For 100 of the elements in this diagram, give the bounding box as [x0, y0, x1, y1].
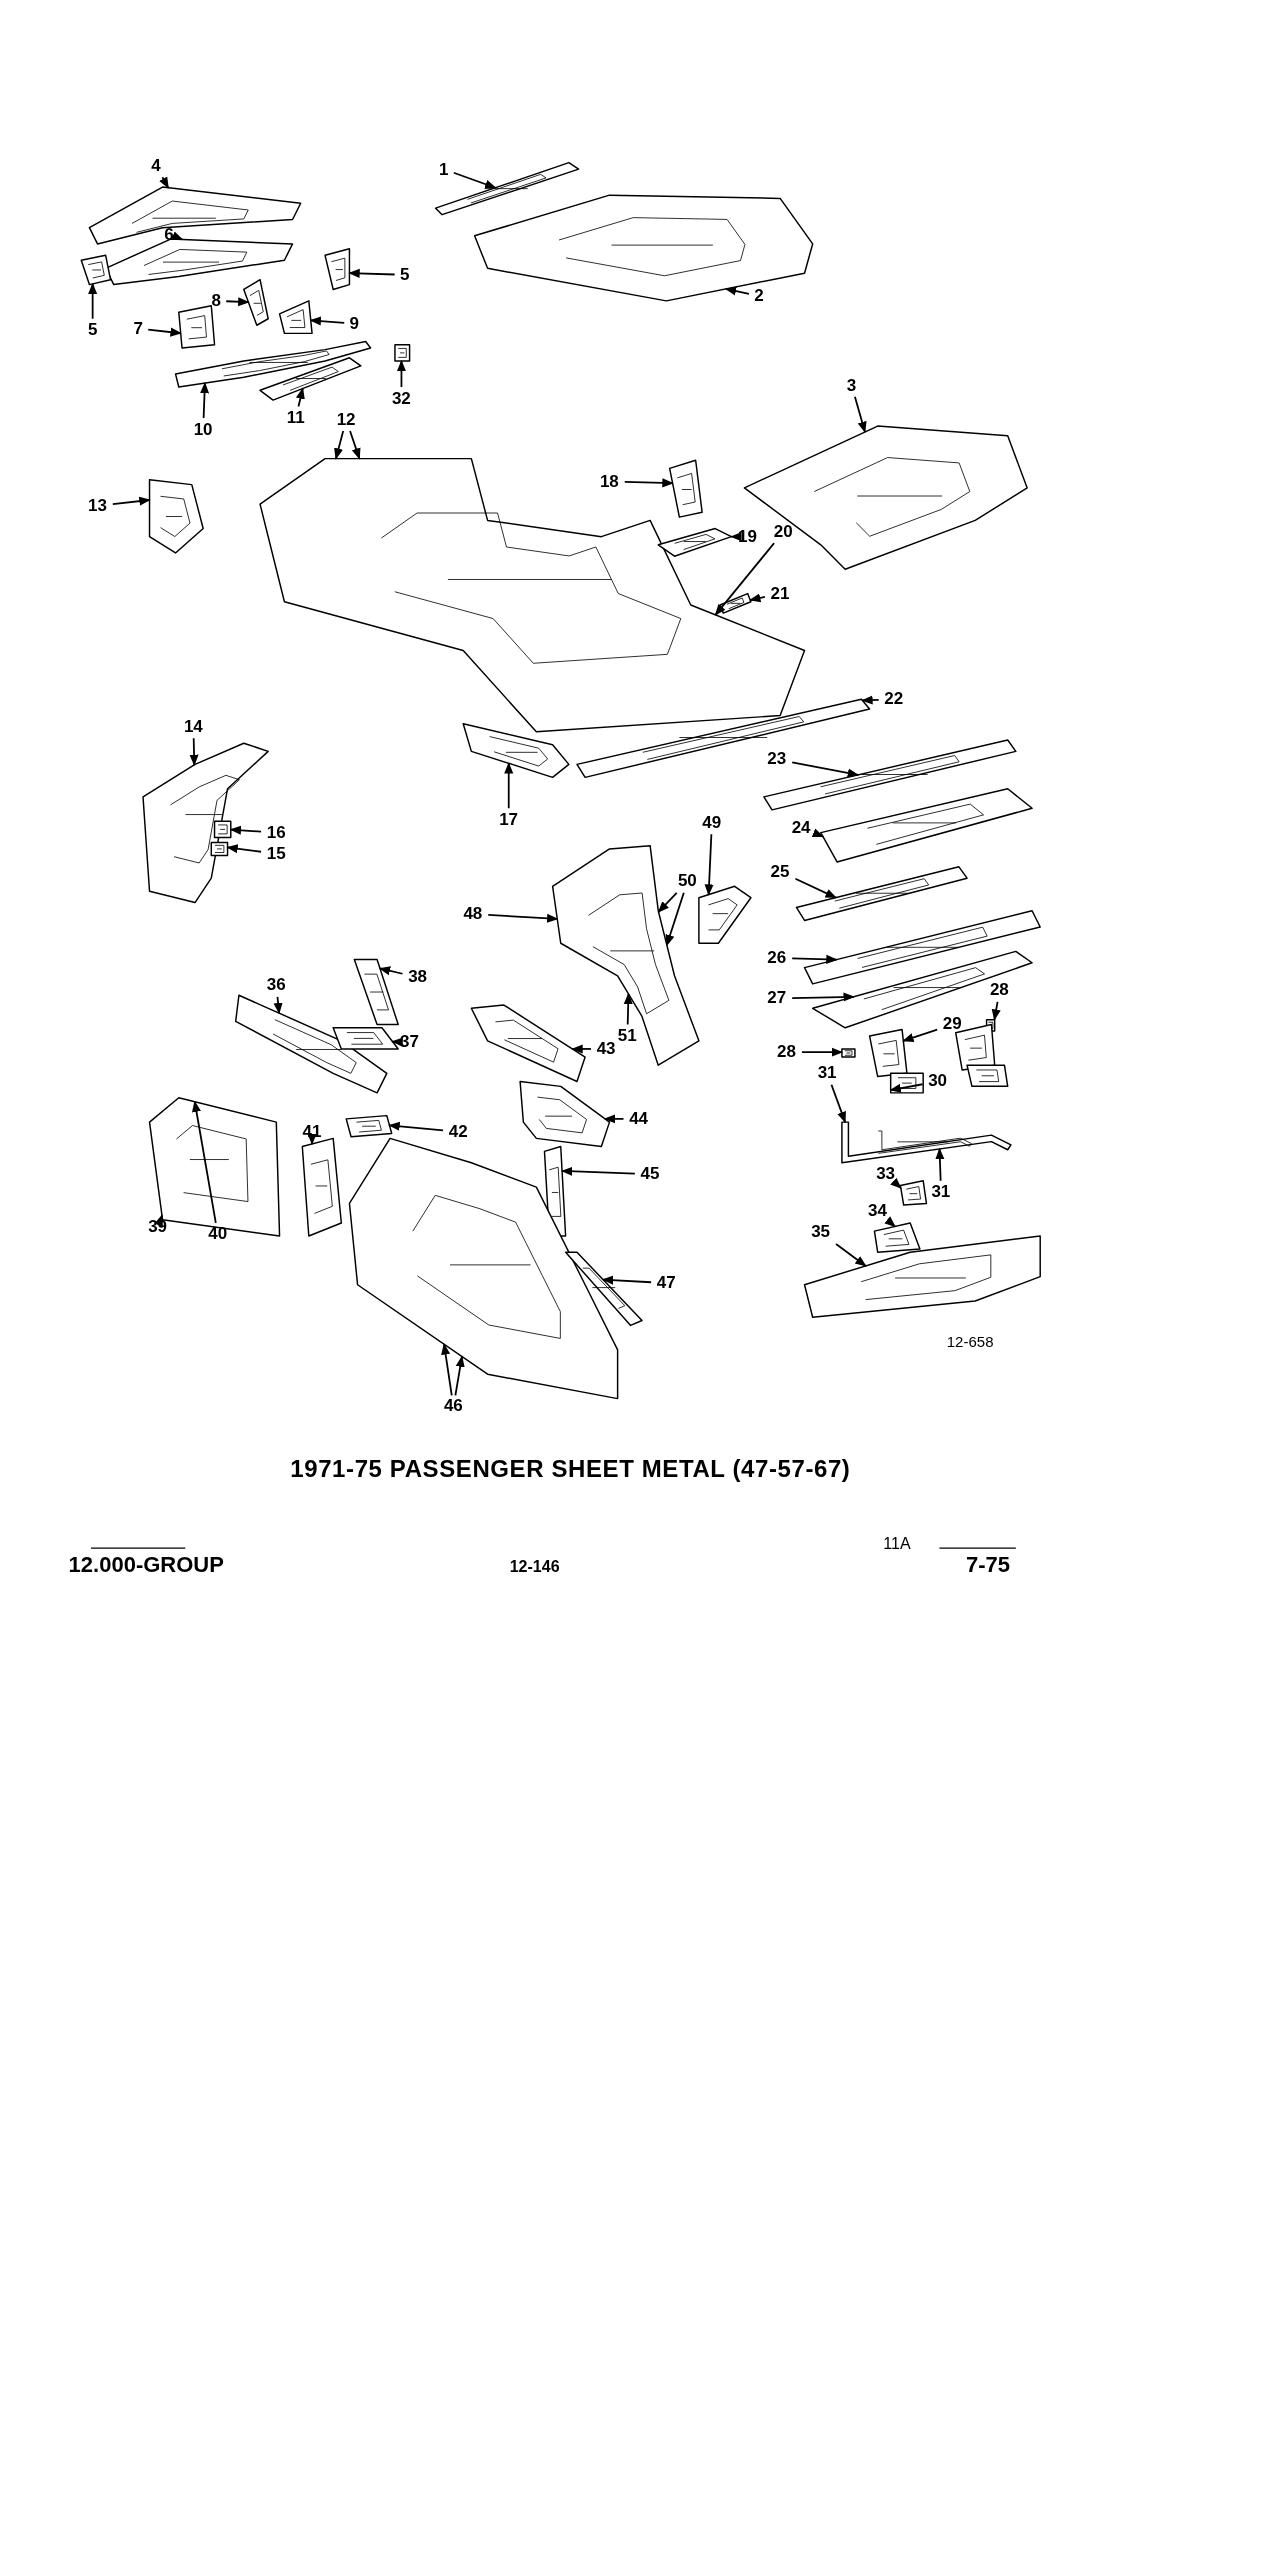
sheet-metal-part: [178, 305, 216, 349]
sheet-metal-part: [899, 1179, 928, 1206]
leader-arrow: [854, 395, 867, 434]
callout-number: 27: [767, 989, 787, 1007]
leader-arrow: [902, 1028, 939, 1042]
leader-arrow: [226, 844, 262, 854]
leader-arrow: [861, 695, 880, 705]
leader-arrow: [348, 268, 396, 278]
callout-number: 16: [266, 823, 286, 841]
leader-arrow: [835, 1243, 867, 1267]
group-number: 12.000-GROUP: [68, 1553, 224, 1576]
leader-arrow: [935, 1147, 945, 1182]
leader-arrow: [154, 1214, 163, 1227]
callout-number: 45: [640, 1164, 660, 1182]
leader-arrow: [730, 532, 742, 542]
leader-arrow: [349, 430, 361, 460]
sheet-metal-part: [278, 300, 313, 335]
leader-arrow: [791, 954, 838, 964]
callout-number: 31: [931, 1182, 951, 1200]
callout-number: 40: [208, 1224, 228, 1242]
sheet-metal-part: [332, 1027, 399, 1050]
callout-number: 5: [87, 321, 98, 339]
sheet-metal-part: [551, 844, 700, 1066]
sheet-metal-part: [301, 1137, 343, 1237]
callout-number: 11: [286, 409, 305, 427]
callout-number: 46: [443, 1397, 463, 1415]
callout-number: 43: [596, 1039, 616, 1057]
callout-number: 8: [211, 292, 221, 310]
leader-arrow: [791, 761, 860, 778]
sheet-metal-part: [576, 698, 871, 779]
leader-arrow: [665, 891, 685, 947]
leader-arrow: [890, 1177, 902, 1189]
leader-arrow: [487, 913, 559, 923]
sheet-metal-part: [668, 459, 703, 518]
sheet-metal-part: [324, 248, 351, 291]
leader-arrow: [307, 1133, 317, 1146]
sheet-metal-part: [345, 1114, 393, 1138]
callout-number: 17: [499, 810, 519, 828]
callout-number: 49: [702, 813, 722, 831]
callout-number: 30: [928, 1072, 948, 1090]
callout-number: 20: [773, 522, 793, 540]
leader-arrow: [309, 316, 346, 326]
leader-arrow: [388, 1121, 444, 1132]
sheet-metal-part: [210, 841, 229, 857]
leader-arrow: [171, 231, 184, 241]
callout-number: 34: [868, 1202, 887, 1220]
callout-number: 38: [408, 968, 428, 986]
sheet-metal-part: [148, 479, 204, 554]
leader-arrow: [794, 877, 837, 899]
sheet-metal-part: [462, 722, 570, 779]
callout-number: 5: [399, 266, 410, 284]
callout-number: 33: [876, 1164, 896, 1182]
callout-number: 31: [817, 1064, 837, 1081]
leader-arrow: [714, 542, 775, 616]
sheet-metal-part: [698, 885, 752, 944]
sheet-metal-part: [657, 527, 733, 557]
leader-arrow: [623, 992, 633, 1026]
callout-number: 6: [164, 225, 174, 243]
callout-number: 1: [438, 160, 449, 178]
callout-number: 23: [767, 750, 787, 768]
sheet-metal-part: [519, 1080, 611, 1148]
leader-arrow: [889, 1083, 924, 1093]
sheet-metal-part: [719, 592, 752, 614]
sheet-metal-part: [470, 1004, 586, 1083]
callout-number: 12: [336, 410, 356, 428]
sheet-metal-part: [142, 742, 269, 904]
callout-number: 32: [391, 389, 411, 407]
callout-number: 51: [617, 1026, 637, 1044]
leader-arrow: [192, 1100, 217, 1224]
callout-number: 48: [463, 904, 483, 922]
callout-number: 24: [791, 818, 811, 836]
leader-arrow: [200, 382, 210, 419]
leader-arrow: [441, 1343, 453, 1397]
revision-date: 7-75: [966, 1553, 1010, 1576]
callout-number: 15: [266, 844, 286, 862]
leader-arrow: [811, 828, 825, 838]
sheet-metal-part: [873, 1222, 921, 1253]
leader-arrow: [657, 891, 678, 913]
sheet-metal-part: [820, 788, 1033, 863]
callout-number: 28: [989, 981, 1009, 999]
leader-arrow: [295, 387, 305, 408]
callout-number: 22: [884, 690, 904, 708]
diagram-title: 1971-75 PASSENGER SHEET METAL (47-57-67): [290, 1457, 851, 1481]
callout-number: 7: [133, 319, 143, 337]
callout-number: 35: [811, 1223, 831, 1241]
callout-number: 36: [266, 976, 286, 994]
callout-number: 42: [448, 1122, 468, 1140]
leader-arrow: [623, 478, 674, 488]
sheet-metal-part: [148, 1097, 281, 1237]
callout-number: 28: [777, 1042, 796, 1060]
callout-number: 29: [942, 1015, 962, 1033]
sheet-metal-part: [564, 1251, 643, 1327]
sheet-metal-part: [394, 344, 411, 362]
callout-number: 19: [738, 527, 757, 545]
leader-arrow: [159, 176, 170, 189]
leader-arrow: [229, 825, 262, 835]
leader-arrow: [378, 966, 404, 976]
leader-arrow: [830, 1083, 847, 1124]
leader-arrow: [704, 833, 714, 896]
leader-arrow: [273, 996, 283, 1015]
